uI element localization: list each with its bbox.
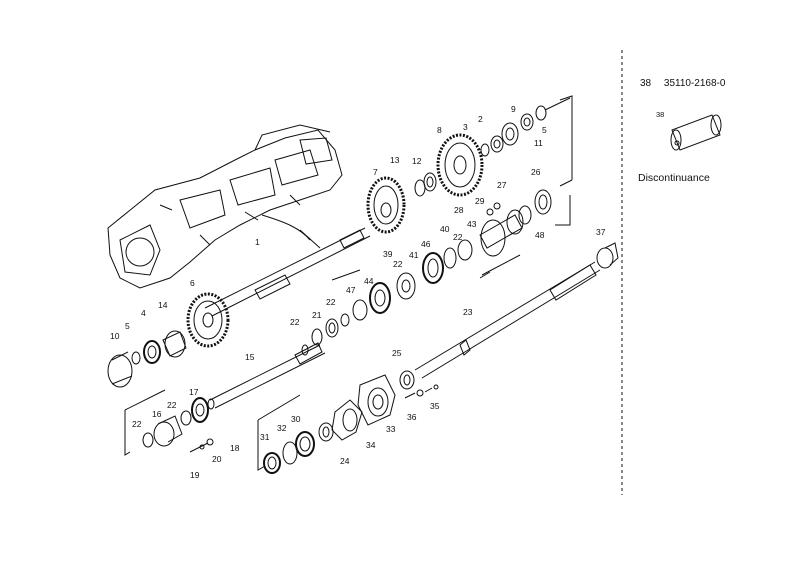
- callout-7: 7: [373, 167, 378, 177]
- discontinuance-note: Discontinuance: [638, 172, 710, 184]
- part-ref-number: 38: [640, 78, 652, 89]
- lower-left-group: [124, 389, 215, 456]
- callout-46: 46: [421, 239, 431, 249]
- shaft-15: [209, 342, 326, 409]
- callout-33: 33: [386, 424, 396, 434]
- callout-21: 21: [312, 310, 322, 320]
- callout-19: 19: [190, 470, 200, 480]
- callout-48: 48: [535, 230, 545, 240]
- callout-22-b: 22: [326, 297, 336, 307]
- callout-16: 16: [152, 409, 162, 419]
- part-number: 35110-2168-0: [663, 78, 726, 89]
- callout-22-f: 22: [453, 232, 463, 242]
- callout-39: 39: [383, 249, 393, 259]
- callout-10: 10: [110, 331, 120, 341]
- part-reference: 38 35110-2168-0: [640, 78, 735, 89]
- callout-14: 14: [158, 300, 168, 310]
- transmission-case: [107, 124, 343, 289]
- callout-labels: 1 2 3 4 5 5 6 7 8 9 10 11 12 13 14 15 16…: [110, 104, 606, 480]
- callout-22-d: 22: [167, 400, 177, 410]
- callout-26: 26: [531, 167, 541, 177]
- callout-31: 31: [260, 432, 270, 442]
- callout-6: 6: [190, 278, 195, 288]
- callout-15: 15: [245, 352, 255, 362]
- callout-27: 27: [497, 180, 507, 190]
- callout-4: 4: [141, 308, 146, 318]
- gear-6: [186, 292, 230, 348]
- callout-41: 41: [409, 250, 419, 260]
- callout-12: 12: [412, 156, 422, 166]
- callout-43: 43: [467, 219, 477, 229]
- upper-right-assembly: [311, 189, 571, 346]
- callout-28: 28: [454, 205, 464, 215]
- callout-8: 8: [437, 125, 442, 135]
- callout-29: 29: [475, 196, 485, 206]
- part-38-label: 38: [656, 110, 665, 119]
- callout-37: 37: [596, 227, 606, 237]
- callout-9: 9: [511, 104, 516, 114]
- group-brackets: [299, 229, 361, 281]
- callout-2: 2: [478, 114, 483, 124]
- callout-22-e: 22: [132, 419, 142, 429]
- callout-40: 40: [440, 224, 450, 234]
- shaft-1: [204, 227, 371, 317]
- part-38-pin: [670, 114, 722, 151]
- callout-20: 20: [212, 454, 222, 464]
- left-lower-parts: [107, 330, 187, 388]
- gear-7: [366, 176, 406, 234]
- callout-3: 3: [463, 122, 468, 132]
- callout-22-a: 22: [290, 317, 300, 327]
- callout-5-right: 5: [542, 125, 547, 135]
- shaft-23: [414, 242, 619, 379]
- callout-47: 47: [346, 285, 356, 295]
- callout-44: 44: [364, 276, 374, 286]
- lower-center-group: [257, 370, 439, 474]
- callout-30: 30: [291, 414, 301, 424]
- callout-24: 24: [340, 456, 350, 466]
- callout-35: 35: [430, 401, 440, 411]
- callout-25: 25: [392, 348, 402, 358]
- callout-34: 34: [366, 440, 376, 450]
- callout-5-left: 5: [125, 321, 130, 331]
- callout-17: 17: [189, 387, 199, 397]
- callout-11: 11: [534, 138, 543, 148]
- callout-1: 1: [255, 237, 260, 247]
- gear-8: [436, 133, 484, 197]
- callout-22-c: 22: [393, 259, 403, 269]
- callout-23: 23: [463, 307, 473, 317]
- callout-32: 32: [277, 423, 287, 433]
- callout-36: 36: [407, 412, 417, 422]
- callout-13: 13: [390, 155, 400, 165]
- callout-18: 18: [230, 443, 240, 453]
- upper-small-parts: [414, 95, 573, 197]
